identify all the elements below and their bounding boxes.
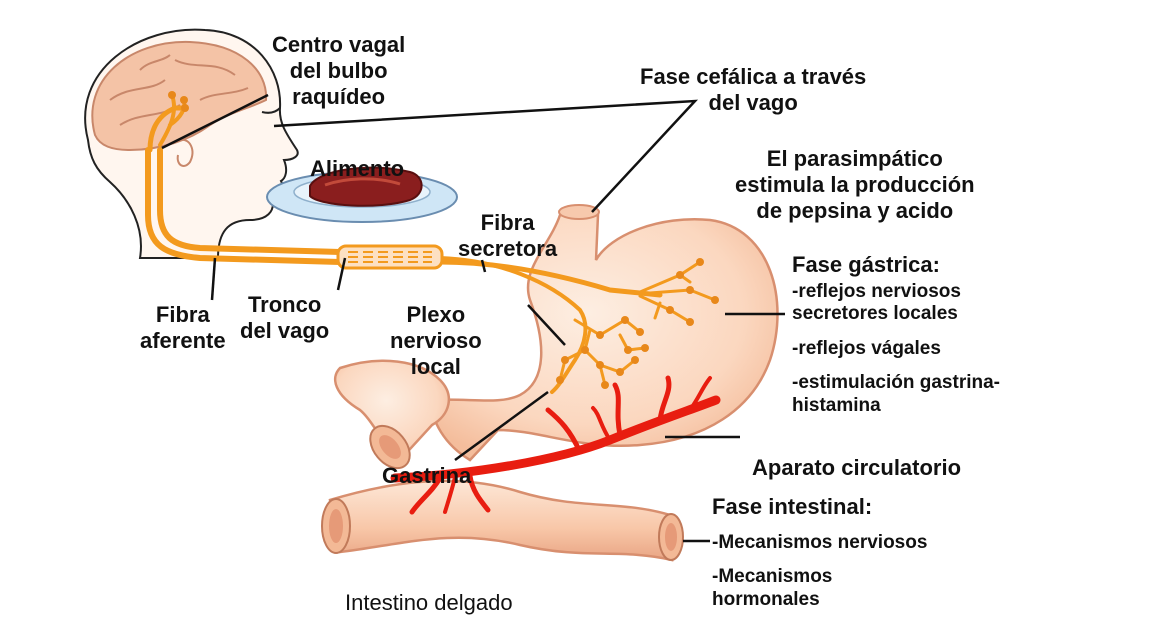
label-line: nervioso [390,328,482,354]
label-line: raquídeo [272,84,405,110]
label-fibra-secretora: Fibra secretora [458,210,557,262]
fase-gastrica-item: secretores locales [792,303,1000,325]
label-fase-gastrica: Fase gástrica: -reflejos nerviosos secre… [792,252,1000,417]
vagus-trunk [338,246,442,268]
label-line: El parasimpático [735,146,975,172]
label-line: Centro vagal [272,32,405,58]
label-aparato-circulatorio: Aparato circulatorio [752,455,961,481]
fase-intestinal-item: hormonales [712,589,927,611]
fase-gastrica-item: -reflejos vágales [792,338,1000,360]
fase-intestinal-item: -Mecanismos nerviosos [712,532,927,554]
label-centro-vagal: Centro vagal del bulbo raquídeo [272,32,405,110]
label-line: Fibra [140,302,226,328]
small-intestine-illustration [322,481,683,560]
label-line: Fibra [458,210,557,236]
label-line: del vago [240,318,329,344]
label-line: del bulbo [272,58,405,84]
label-line: local [390,354,482,380]
label-line: de pepsina y acido [735,198,975,224]
label-line: Tronco [240,292,329,318]
label-line: del vago [640,90,866,116]
fase-gastrica-item: -reflejos nerviosos [792,281,1000,303]
label-fase-cefalica: Fase cefálica a través del vago [640,64,866,116]
label-plexo-nervioso: Plexo nervioso local [390,302,482,380]
label-line: estimula la producción [735,172,975,198]
label-line: aferente [140,328,226,354]
fase-gastrica-item: -estimulación gastrina- [792,372,1000,394]
head-illustration [85,30,298,258]
label-line: Fase cefálica a través [640,64,866,90]
label-line: Plexo [390,302,482,328]
label-intestino-delgado: Intestino delgado [345,590,513,616]
label-parasimpatico: El parasimpático estimula la producción … [735,146,975,224]
label-tronco-vago: Tronco del vago [240,292,329,344]
fase-gastrica-title: Fase gástrica: [792,252,1000,278]
label-fase-intestinal: Fase intestinal: -Mecanismos nerviosos -… [712,494,927,611]
label-fibra-aferente: Fibra aferente [140,302,226,354]
label-line: secretora [458,236,557,262]
label-alimento: Alimento [310,156,404,182]
fase-intestinal-item: -Mecanismos [712,566,927,588]
label-gastrina: Gastrina [382,463,471,489]
fase-intestinal-title: Fase intestinal: [712,494,927,520]
fase-gastrica-item: histamina [792,395,1000,417]
